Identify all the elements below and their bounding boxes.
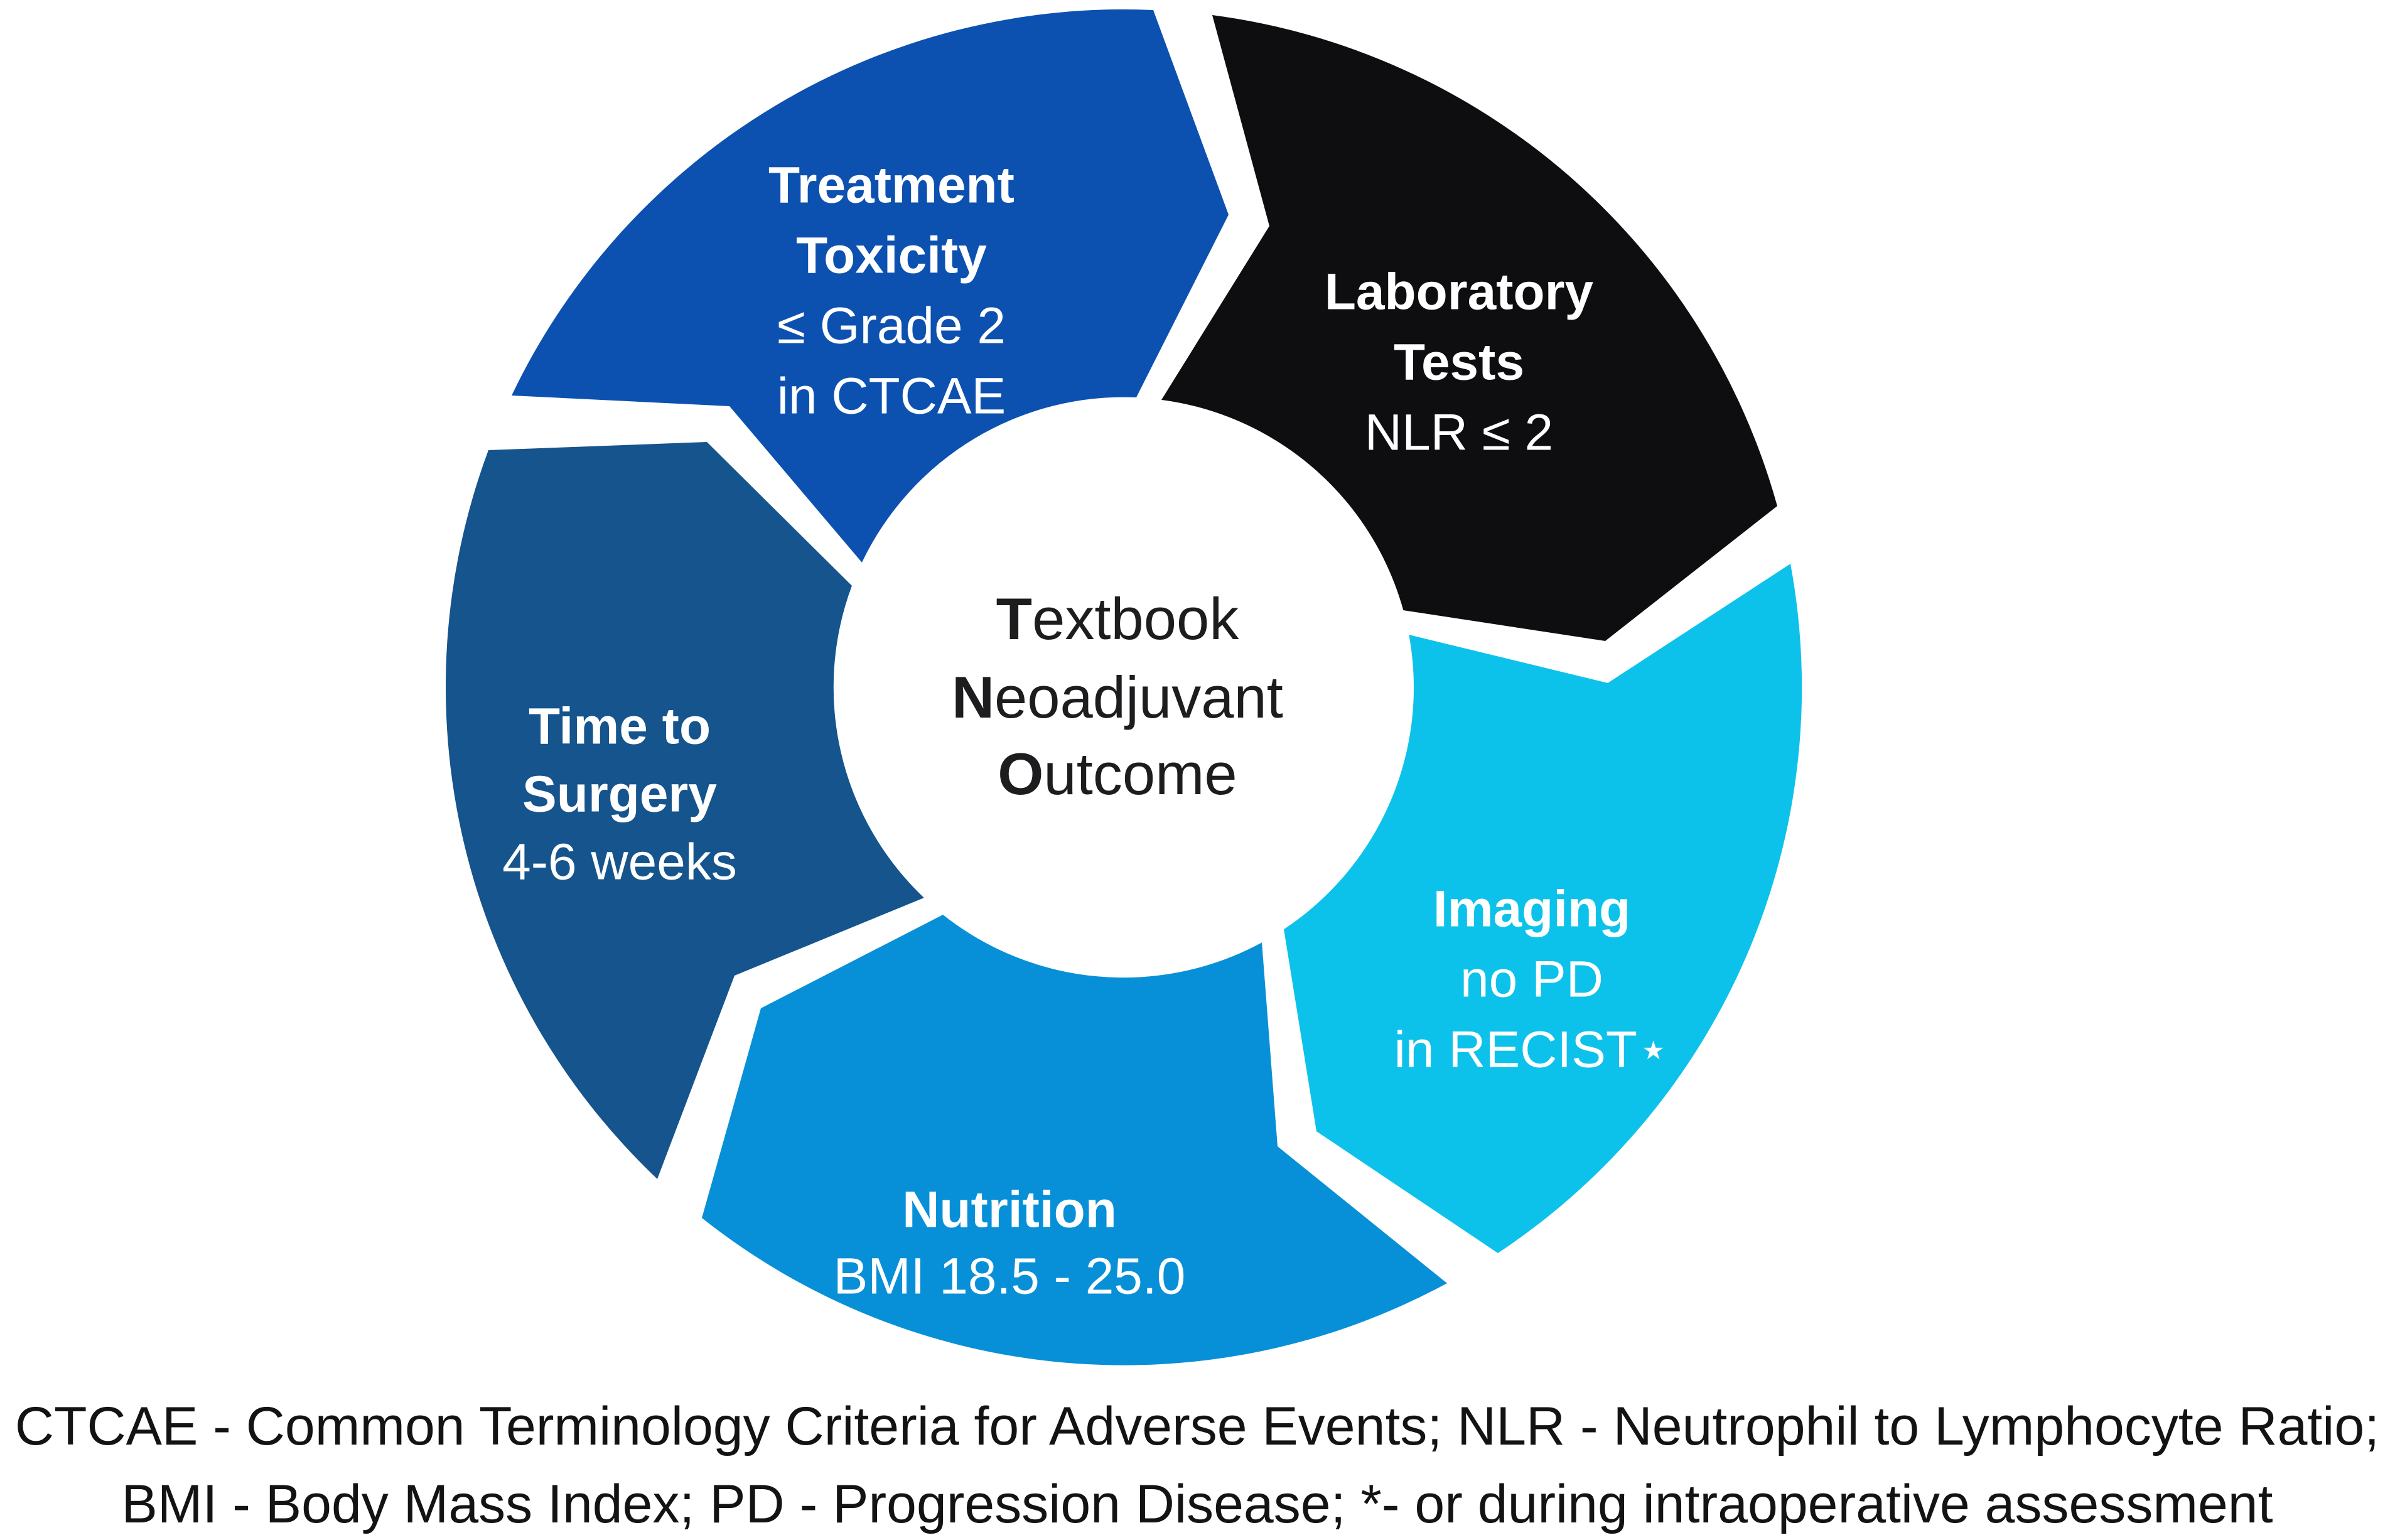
segment-detail-line: BMI 18.5 - 25.0 (834, 1248, 1186, 1305)
segment-label-treatment-toxicity: Treatment Toxicity ≤ Grade 2 in CTCAE (768, 157, 1015, 425)
segment-treatment-toxicity (512, 9, 1229, 563)
segment-title-line: Nutrition (902, 1182, 1117, 1239)
segment-title-line: Imaging (1433, 881, 1630, 938)
segment-detail-line: in CTCAE (777, 368, 1006, 425)
segment-detail-line: NLR ≤ 2 (1365, 404, 1553, 461)
segment-title-line: Time to (529, 698, 711, 755)
segment-label-time-to-surgery: Time to Surgery 4-6 weeks (502, 698, 737, 891)
center-line-rest: eoadjuvant (994, 664, 1283, 730)
segment-time-to-surgery (445, 442, 924, 1179)
segment-label-nutrition: Nutrition BMI 18.5 - 25.0 (834, 1182, 1186, 1305)
center-line-rest: utcome (1043, 741, 1237, 807)
segment-title-line: Toxicity (796, 227, 987, 284)
footnote-line-1: CTCAE - Common Terminology Criteria for … (15, 1396, 2379, 1457)
segment-label-imaging: Imaging no PD in RECIST⋆ (1394, 881, 1670, 1079)
center-label: Textbook Neoadjuvant Outcome (952, 586, 1283, 807)
segment-detail-line: no PD (1460, 951, 1603, 1008)
segment-nutrition (702, 915, 1447, 1365)
segment-detail-line: 4-6 weeks (502, 834, 737, 891)
segment-title-line: Surgery (522, 766, 717, 823)
segment-imaging (1284, 564, 1802, 1253)
segment-detail-line: ≤ Grade 2 (777, 298, 1006, 355)
center-line: Outcome (998, 741, 1237, 807)
center-line-lead: O (998, 741, 1043, 807)
center-line: Neoadjuvant (952, 664, 1283, 730)
segment-laboratory-tests (1161, 15, 1777, 641)
segment-detail-line: in RECIST⋆ (1394, 1021, 1670, 1079)
segment-title-line: Tests (1394, 334, 1524, 391)
segment-title-line: Treatment (768, 157, 1015, 214)
center-line-lead: N (952, 664, 994, 730)
center-line: Textbook (996, 586, 1240, 652)
center-line-lead: T (996, 586, 1032, 652)
center-line-rest: extbook (1032, 586, 1239, 652)
center-circle (834, 397, 1414, 977)
footnote-line-2: BMI - Body Mass Index; PD - Progression … (121, 1474, 2273, 1534)
segment-label-laboratory-tests: Laboratory Tests NLR ≤ 2 (1325, 264, 1594, 461)
footnote: CTCAE - Common Terminology Criteria for … (15, 1396, 2379, 1534)
segment-title-line: Laboratory (1325, 264, 1594, 321)
